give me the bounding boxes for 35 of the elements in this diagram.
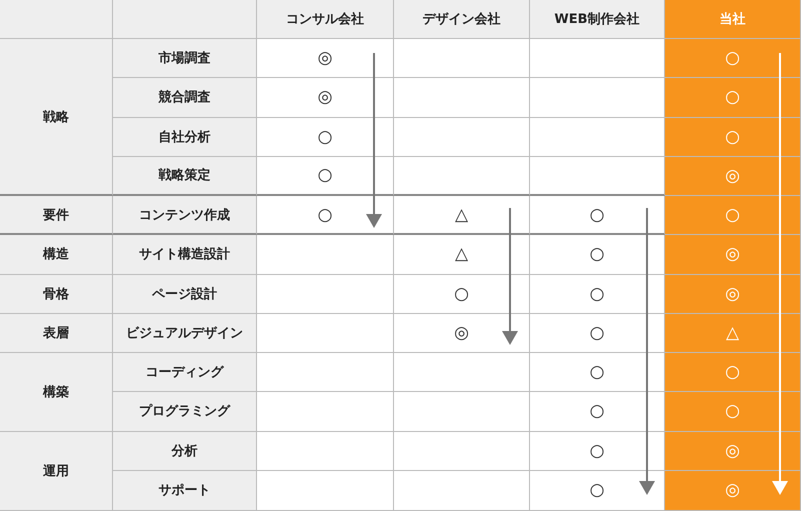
- rating-symbol: ○: [665, 39, 801, 78]
- rating-symbol: ◎: [665, 470, 801, 511]
- rating-symbol: ◎: [665, 274, 801, 314]
- rating-symbol: ○: [665, 196, 801, 236]
- task-label: 分析: [113, 432, 257, 471]
- category-label: 表層: [0, 314, 113, 353]
- task-label: ページ設計: [113, 274, 257, 314]
- rating-symbol: ○: [665, 118, 801, 157]
- column-header: 当社: [665, 0, 801, 39]
- category-label: 骨格: [0, 274, 113, 314]
- rating-symbol: ○: [665, 353, 801, 392]
- task-label: 競合調査: [113, 78, 257, 118]
- rating-symbol: ○: [665, 392, 801, 432]
- category-label: 戦略: [0, 39, 113, 196]
- rating-symbol: ◎: [665, 235, 801, 274]
- category-label: 運用: [0, 432, 113, 511]
- category-label: 要件: [0, 196, 113, 236]
- category-label: 構築: [0, 353, 113, 432]
- rating-symbol: ◎: [665, 156, 801, 196]
- category-label: 構造: [0, 235, 113, 274]
- task-label: 市場調査: [113, 39, 257, 78]
- task-label: プログラミング: [113, 392, 257, 432]
- rating-symbol: ○: [665, 78, 801, 118]
- task-label: 戦略策定: [113, 156, 257, 196]
- column-header: WEB制作会社: [530, 0, 665, 39]
- task-label: ビジュアルデザイン: [113, 314, 257, 353]
- task-label: コーディング: [113, 353, 257, 392]
- column-header: デザイン会社: [394, 0, 530, 39]
- task-label: サポート: [113, 470, 257, 511]
- rating-symbol: △: [665, 314, 801, 353]
- rating-symbol: ◎: [665, 432, 801, 471]
- task-label: コンテンツ作成: [113, 196, 257, 236]
- column-header: コンサル会社: [257, 0, 394, 39]
- task-label: サイト構造設計: [113, 235, 257, 274]
- task-label: 自社分析: [113, 118, 257, 157]
